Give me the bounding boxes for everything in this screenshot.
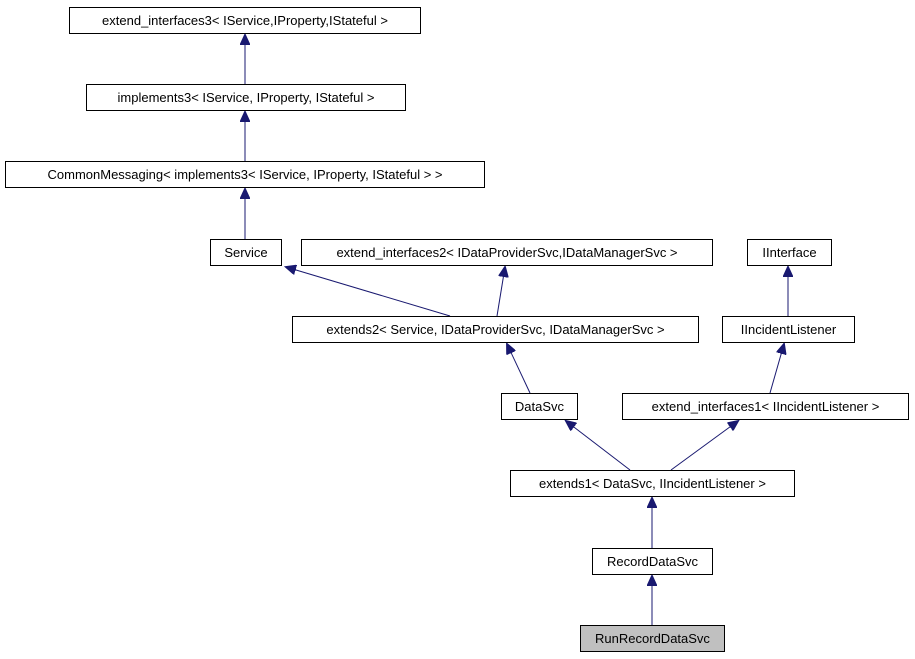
node-implements3[interactable]: implements3< IService, IProperty, IState…	[86, 84, 406, 111]
inheritance-arrow-extend-interfaces1-to-iincidentlistener	[769, 344, 784, 394]
node-extends1[interactable]: extends1< DataSvc, IIncidentListener >	[510, 470, 795, 497]
inheritance-arrow-extends2-to-service	[286, 267, 451, 317]
node-extends2[interactable]: extends2< Service, IDataProviderSvc, IDa…	[292, 316, 699, 343]
node-extend-interfaces1[interactable]: extend_interfaces1< IIncidentListener >	[622, 393, 909, 420]
node-iincidentlistener[interactable]: IIncidentListener	[722, 316, 855, 343]
inheritance-arrow-extends1-to-datasvc	[566, 421, 631, 471]
node-datasvc[interactable]: DataSvc	[501, 393, 578, 420]
node-runrecorddatasvc: RunRecordDataSvc	[580, 625, 725, 652]
node-extend-interfaces2[interactable]: extend_interfaces2< IDataProviderSvc,IDa…	[301, 239, 713, 266]
node-iinterface[interactable]: IInterface	[747, 239, 832, 266]
node-service[interactable]: Service	[210, 239, 282, 266]
node-commonmessaging[interactable]: CommonMessaging< implements3< IService, …	[5, 161, 485, 188]
node-recorddatasvc[interactable]: RecordDataSvc	[592, 548, 713, 575]
inheritance-arrow-extends1-to-extend-interfaces1	[670, 421, 738, 471]
inheritance-arrow-datasvc-to-extends2	[507, 344, 531, 394]
node-extend-interfaces3[interactable]: extend_interfaces3< IService,IProperty,I…	[69, 7, 421, 34]
inheritance-arrow-extends2-to-extend-interfaces2	[496, 267, 505, 317]
